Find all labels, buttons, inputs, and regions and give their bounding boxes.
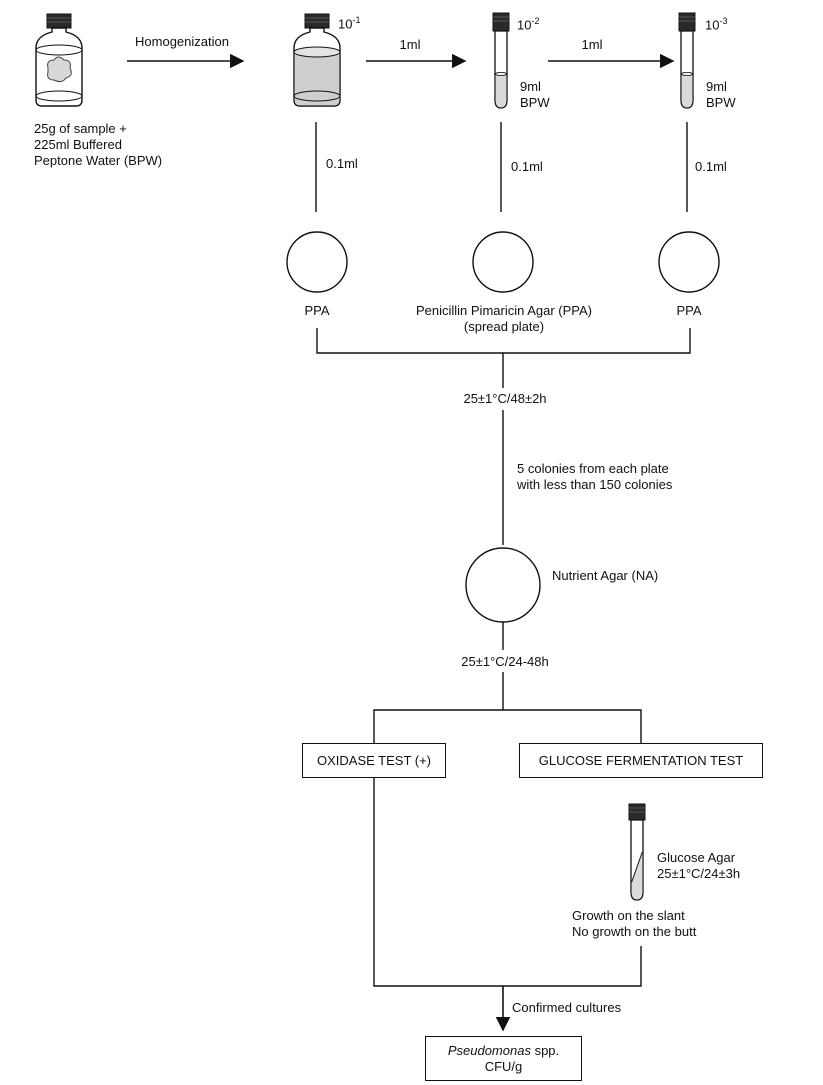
organism-name: Pseudomonas bbox=[447, 1042, 531, 1058]
confirmed-cultures-label: Confirmed cultures bbox=[512, 1000, 622, 1015]
colony-selection-line: 5 colonies from each plate bbox=[517, 461, 669, 476]
sample-label-line: 25g of sample + bbox=[34, 121, 127, 136]
ppa-plate bbox=[286, 231, 348, 293]
plate-label-line: Penicillin Pimaricin Agar (PPA) bbox=[415, 303, 593, 318]
transfer-volume-label: 1ml bbox=[399, 37, 421, 52]
glucose-result-line: Growth on the slant bbox=[572, 908, 685, 923]
colony-selection-note: 5 colonies from each plate with less tha… bbox=[517, 461, 672, 493]
oxidase-to-merge-line bbox=[373, 778, 503, 987]
diluent-medium: BPW bbox=[706, 95, 736, 110]
nutrient-agar-plate bbox=[465, 547, 541, 623]
transfer-volume-label: 1ml bbox=[581, 37, 603, 52]
sample-jar-icon bbox=[35, 13, 83, 107]
diluent-volume: 9ml bbox=[520, 79, 541, 94]
glucose-to-merge-line bbox=[503, 946, 642, 987]
diluent-medium: BPW bbox=[520, 95, 550, 110]
dilution-label: 10-1 bbox=[338, 15, 361, 32]
plate-label: PPA bbox=[304, 303, 330, 318]
result-box: Pseudomonas spp. CFU/g bbox=[425, 1036, 582, 1081]
plate-label-line: (spread plate) bbox=[463, 319, 545, 334]
ppa-plate bbox=[658, 231, 720, 293]
oxidase-test-box: OXIDASE TEST (+) bbox=[302, 743, 446, 778]
glucose-agar-name: Glucose Agar bbox=[657, 850, 736, 865]
ppa-plate bbox=[472, 231, 534, 293]
split-bracket bbox=[373, 709, 642, 743]
sample-label-line: 225ml Buffered bbox=[34, 137, 122, 152]
colony-selection-line: with less than 150 colonies bbox=[517, 477, 673, 492]
dilution-jar-icon bbox=[293, 13, 341, 107]
organism-suffix: spp. bbox=[530, 1042, 560, 1058]
plate-label: Penicillin Pimaricin Agar (PPA) (spread … bbox=[416, 303, 592, 335]
glucose-result-note: Growth on the slant No growth on the but… bbox=[572, 908, 696, 940]
result-organism: Pseudomonas spp. bbox=[448, 1043, 559, 1059]
nutrient-agar-label: Nutrient Agar (NA) bbox=[552, 568, 659, 583]
diluent-label: 9ml BPW bbox=[520, 79, 550, 111]
inoculum-label: 0.1ml bbox=[695, 159, 727, 174]
inoculum-label: 0.1ml bbox=[511, 159, 543, 174]
glucose-agar-incubation: 25±1°C/24±3h bbox=[657, 866, 741, 881]
glucose-result-line: No growth on the butt bbox=[572, 924, 697, 939]
incubation-label: 25±1°C/24-48h bbox=[461, 654, 549, 669]
inoculum-label: 0.1ml bbox=[326, 156, 358, 171]
diluent-volume: 9ml bbox=[706, 79, 727, 94]
dilution-label: 10-2 bbox=[517, 16, 540, 33]
glucose-agar-label: Glucose Agar 25±1°C/24±3h bbox=[657, 850, 740, 882]
plate-label: PPA bbox=[676, 303, 702, 318]
glucose-agar-tube-icon bbox=[628, 803, 646, 901]
sample-label-line: Peptone Water (BPW) bbox=[34, 153, 163, 168]
glucose-fermentation-test-box: GLUCOSE FERMENTATION TEST bbox=[519, 743, 763, 778]
sample-label: 25g of sample + 225ml Buffered Peptone W… bbox=[34, 121, 162, 169]
incubation-label: 25±1°C/48±2h bbox=[463, 391, 547, 406]
dilution-label: 10-3 bbox=[705, 16, 728, 33]
test-tube-icon bbox=[678, 12, 696, 109]
homogenization-label: Homogenization bbox=[135, 34, 229, 49]
test-tube-icon bbox=[492, 12, 510, 109]
diluent-label: 9ml BPW bbox=[706, 79, 736, 111]
glucose-fermentation-test-label: GLUCOSE FERMENTATION TEST bbox=[538, 752, 744, 768]
oxidase-test-label: OXIDASE TEST (+) bbox=[316, 752, 432, 768]
result-unit: CFU/g bbox=[484, 1058, 523, 1074]
